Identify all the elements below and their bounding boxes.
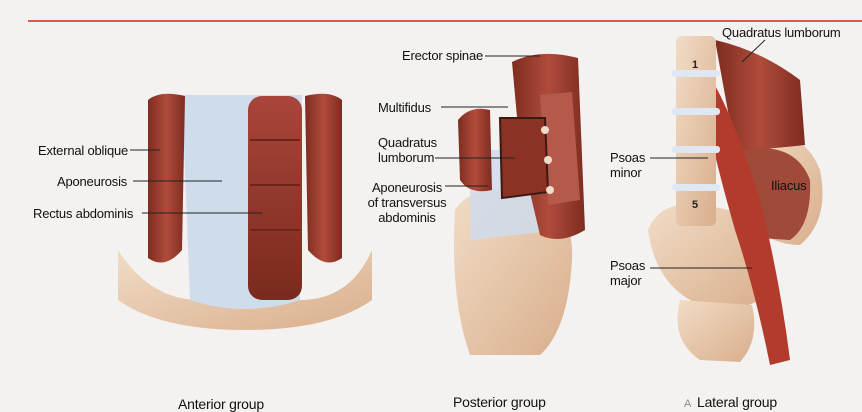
label-quadratus-lumborum-post: Quadratus lumborum (378, 135, 433, 165)
caption-posterior-group: Posterior group (453, 395, 546, 410)
label-apo-line-3: abdominis (366, 210, 448, 225)
posterior-illustration (435, 54, 585, 355)
label-aponeurosis-transversus: Aponeurosis of transversus abdominis (366, 180, 448, 225)
anterior-rectus-abdominis (248, 96, 302, 300)
label-quadratus-lumborum-lat: Quadratus lumborum (722, 25, 841, 40)
caption-anterior-group: Anterior group (178, 397, 264, 412)
watermark: A (684, 397, 691, 412)
label-rectus-abdominis: Rectus abdominis (33, 206, 133, 221)
label-iliacus: Iliacus (771, 178, 806, 193)
label-erector-spinae: Erector spinae (402, 48, 483, 63)
label-psoas-major: Psoas major (610, 258, 645, 288)
label-psoas-minor-1: Psoas (610, 150, 645, 165)
label-apo-line-2: of transversus (366, 195, 448, 210)
lateral-illustration (648, 36, 823, 365)
label-multifidus: Multifidus (378, 100, 431, 115)
anterior-external-oblique-right (305, 94, 342, 263)
label-vertebra-5: 5 (692, 198, 698, 213)
label-psoas-minor: Psoas minor (610, 150, 645, 180)
label-external-oblique: External oblique (38, 143, 128, 158)
label-psoas-major-2: major (610, 273, 645, 288)
label-apo-line-1: Aponeurosis (366, 180, 448, 195)
anterior-external-oblique-left (148, 94, 185, 263)
label-quadratus-line-1: Quadratus (378, 135, 433, 150)
label-psoas-minor-2: minor (610, 165, 645, 180)
label-vertebra-1: 1 (692, 58, 698, 73)
label-aponeurosis: Aponeurosis (57, 174, 127, 189)
label-quadratus-line-2: lumborum (378, 150, 433, 165)
label-psoas-major-1: Psoas (610, 258, 645, 273)
anterior-illustration (118, 94, 372, 330)
caption-lateral-group: Lateral group (697, 395, 777, 410)
